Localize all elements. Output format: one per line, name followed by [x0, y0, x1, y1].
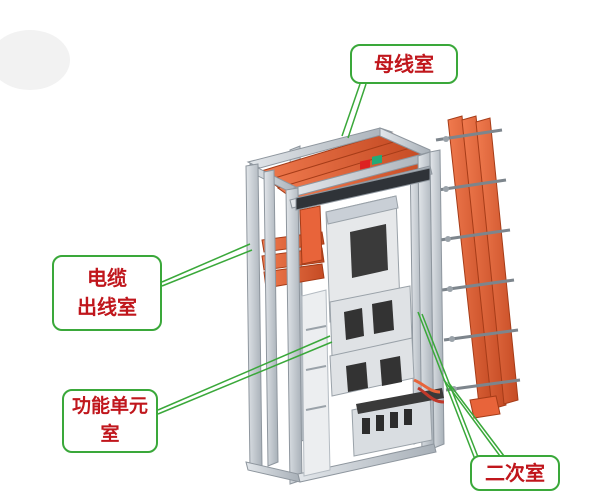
cable-outlet-text-line1: 电缆 [87, 266, 127, 290]
secondary-chamber-text: 二次室 [485, 460, 545, 485]
cable-outlet-chamber-label: 电缆 出线室 [52, 255, 162, 331]
functional-unit-panels [301, 154, 445, 477]
leader-line-cable [161, 243, 251, 283]
secondary-chamber-label: 二次室 [470, 455, 560, 491]
functional-unit-text-line2: 室 [100, 423, 120, 445]
circuit-breaker-illustration [350, 154, 388, 278]
leader-line-functional-unit [157, 335, 331, 411]
cabinet-front-frame [245, 149, 445, 485]
functional-unit-text-line1: 功能单元 [71, 395, 148, 418]
busbar-chamber-text: 母线室 [374, 51, 434, 76]
functional-unit-chamber-label: 功能单元 室 [62, 389, 158, 453]
leader-line-secondary [417, 311, 477, 463]
cable-outlet-text-line2: 出线室 [77, 295, 137, 319]
busbar-chamber-label: 母线室 [350, 44, 458, 84]
vertical-busbar-illustration [435, 115, 521, 419]
background-smudge [0, 30, 70, 90]
leader-lines [157, 83, 505, 463]
leader-line-busbar [341, 83, 361, 137]
